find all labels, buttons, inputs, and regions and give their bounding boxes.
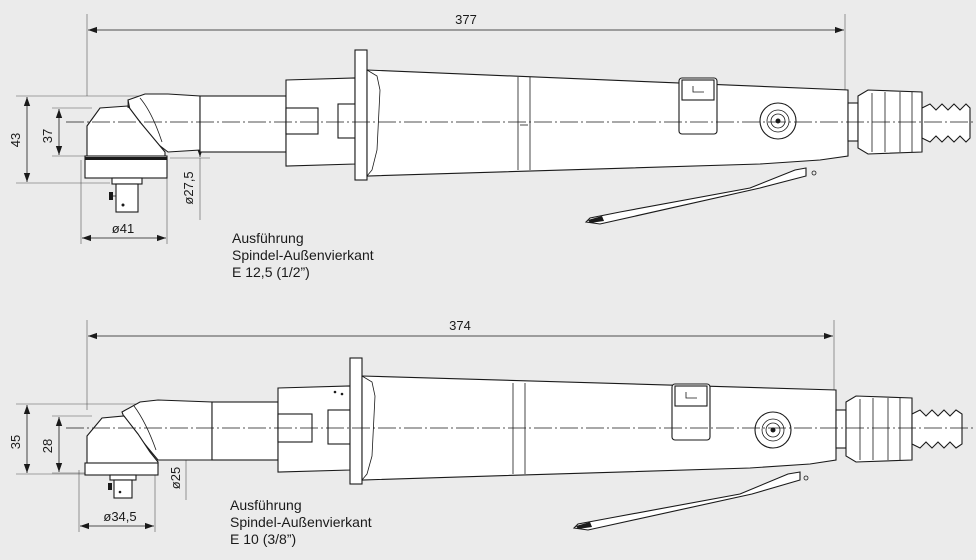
tool-1-caption: Ausführung Spindel-Außenvierkant E 12,5 … — [232, 230, 374, 281]
tool-2-caption-line-3: E 10 (3/8”) — [230, 531, 297, 547]
tool-1-square-drive — [115, 183, 139, 213]
tool-1-caption-line-1: Ausführung — [232, 230, 304, 246]
tool-1-neck-diameter-label: ø27,5 — [181, 171, 196, 204]
tool-1-outer-height-label: 43 — [8, 133, 23, 147]
tool-2-trigger-lever — [572, 471, 801, 531]
tool-1-inner-height-label: 37 — [40, 129, 55, 143]
tool-1-length-label: 377 — [455, 12, 477, 27]
tool-1-caption-line-2: Spindel-Außenvierkant — [232, 247, 374, 263]
tool-1-head-diameter-label: ø41 — [112, 221, 134, 236]
tool-2-neck-diameter-label: ø25 — [168, 467, 183, 489]
tool-2-air-coupling — [845, 395, 913, 463]
tool-2-caption-line-2: Spindel-Außenvierkant — [230, 514, 372, 530]
tool-1-trigger-lever — [584, 167, 807, 225]
tool-2-caption-line-1: Ausführung — [230, 497, 302, 513]
tool-2-square-drive — [113, 479, 133, 499]
tool-2-outer-height-label: 35 — [8, 435, 23, 449]
tool-1-caption-line-3: E 12,5 (1/2”) — [232, 264, 310, 280]
tool-1-flange — [354, 49, 368, 181]
tool-2-head-diameter-label: ø34,5 — [103, 509, 136, 524]
tool-1-drawing: 377 43 37 ø41 ø27,5 — [8, 12, 976, 244]
tool-2-caption: Ausführung Spindel-Außenvierkant E 10 (3… — [230, 497, 372, 548]
tool-2-length-label: 374 — [449, 318, 471, 333]
tool-2-spindle-head — [84, 462, 159, 476]
tool-2-drawing: 374 35 28 ø34,5 ø25 — [8, 318, 976, 532]
tool-2-inner-height-label: 28 — [40, 439, 55, 453]
tool-2-flange — [349, 357, 363, 485]
